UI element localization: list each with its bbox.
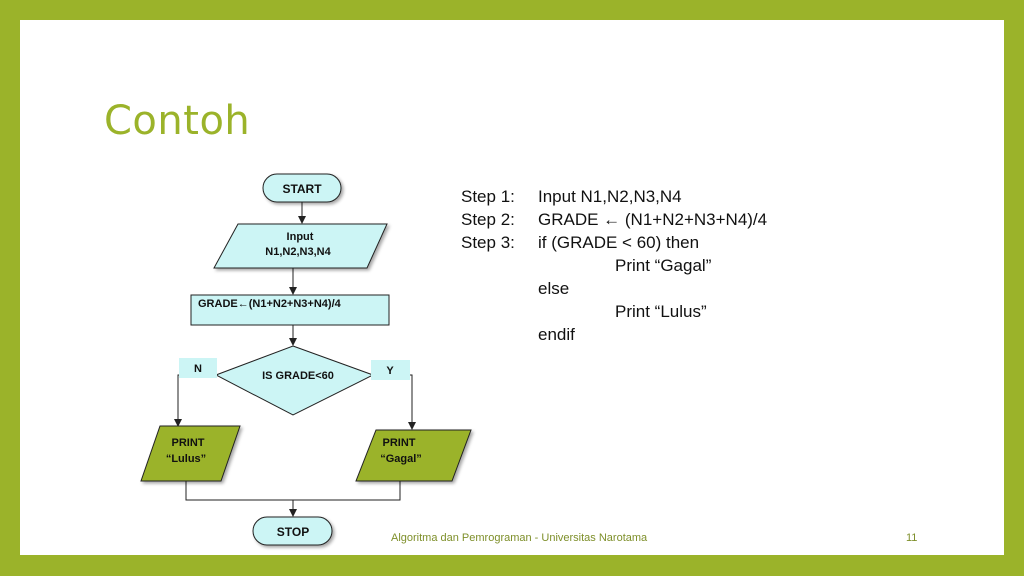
stop-label: STOP xyxy=(277,525,309,539)
step-label: Step 1: xyxy=(461,187,515,206)
print-lulus-line2: “Lulus” xyxy=(166,453,206,465)
print-lulus-shape: PRINT “Lulus” xyxy=(140,425,241,482)
no-label-box: N xyxy=(179,358,217,378)
yes-label-box: Y xyxy=(371,360,410,380)
slide-title: Contoh xyxy=(104,98,251,144)
step-text: GRADE ← (N1+N2+N3+N4)/4 xyxy=(538,210,768,229)
stop-terminator: STOP xyxy=(252,516,333,546)
print-gagal-line1: PRINT xyxy=(383,437,416,449)
step-label: Step 3: xyxy=(461,233,515,252)
input-label-line1: Input xyxy=(287,231,314,243)
slide-canvas: Contoh START In xyxy=(20,20,1004,555)
input-shape: Input N1,N2,N3,N4 xyxy=(213,223,388,269)
step-indented-text: Print “Lulus” xyxy=(615,302,707,321)
start-label: START xyxy=(282,182,322,196)
connector-left-merge xyxy=(185,481,293,501)
slide-footer: Algoritma dan Pemrograman - Universitas … xyxy=(391,532,648,544)
flowchart: START Input N1,N2,N3,N4 GRADE←(N1+N2+N3+… xyxy=(140,173,472,546)
decision-label: IS GRADE<60 xyxy=(262,370,334,382)
connector-yes-branch xyxy=(373,374,416,430)
start-terminator: START xyxy=(262,173,342,203)
page-number: 11 xyxy=(906,532,918,544)
step-text: Input N1,N2,N3,N4 xyxy=(538,187,682,206)
decision-diamond: IS GRADE<60 xyxy=(214,345,375,416)
print-lulus-line1: PRINT xyxy=(172,437,205,449)
yes-label: Y xyxy=(386,365,394,377)
input-label-line2: N1,N2,N3,N4 xyxy=(265,246,331,258)
connector-no-branch xyxy=(174,374,216,427)
no-label: N xyxy=(194,363,202,375)
process-box: GRADE←(N1+N2+N3+N4)/4 xyxy=(190,294,390,326)
step-text: endif xyxy=(538,325,575,344)
connector-right-merge xyxy=(293,481,401,501)
print-gagal-line2: “Gagal” xyxy=(380,453,422,465)
step-indented-text: Print “Gagal” xyxy=(615,256,712,275)
step-label: Step 2: xyxy=(461,210,515,229)
step-text: else xyxy=(538,279,570,298)
process-label: GRADE←(N1+N2+N3+N4)/4 xyxy=(198,298,342,310)
print-gagal-shape: PRINT “Gagal” xyxy=(355,429,472,482)
step-text: if (GRADE < 60) then xyxy=(538,233,700,252)
